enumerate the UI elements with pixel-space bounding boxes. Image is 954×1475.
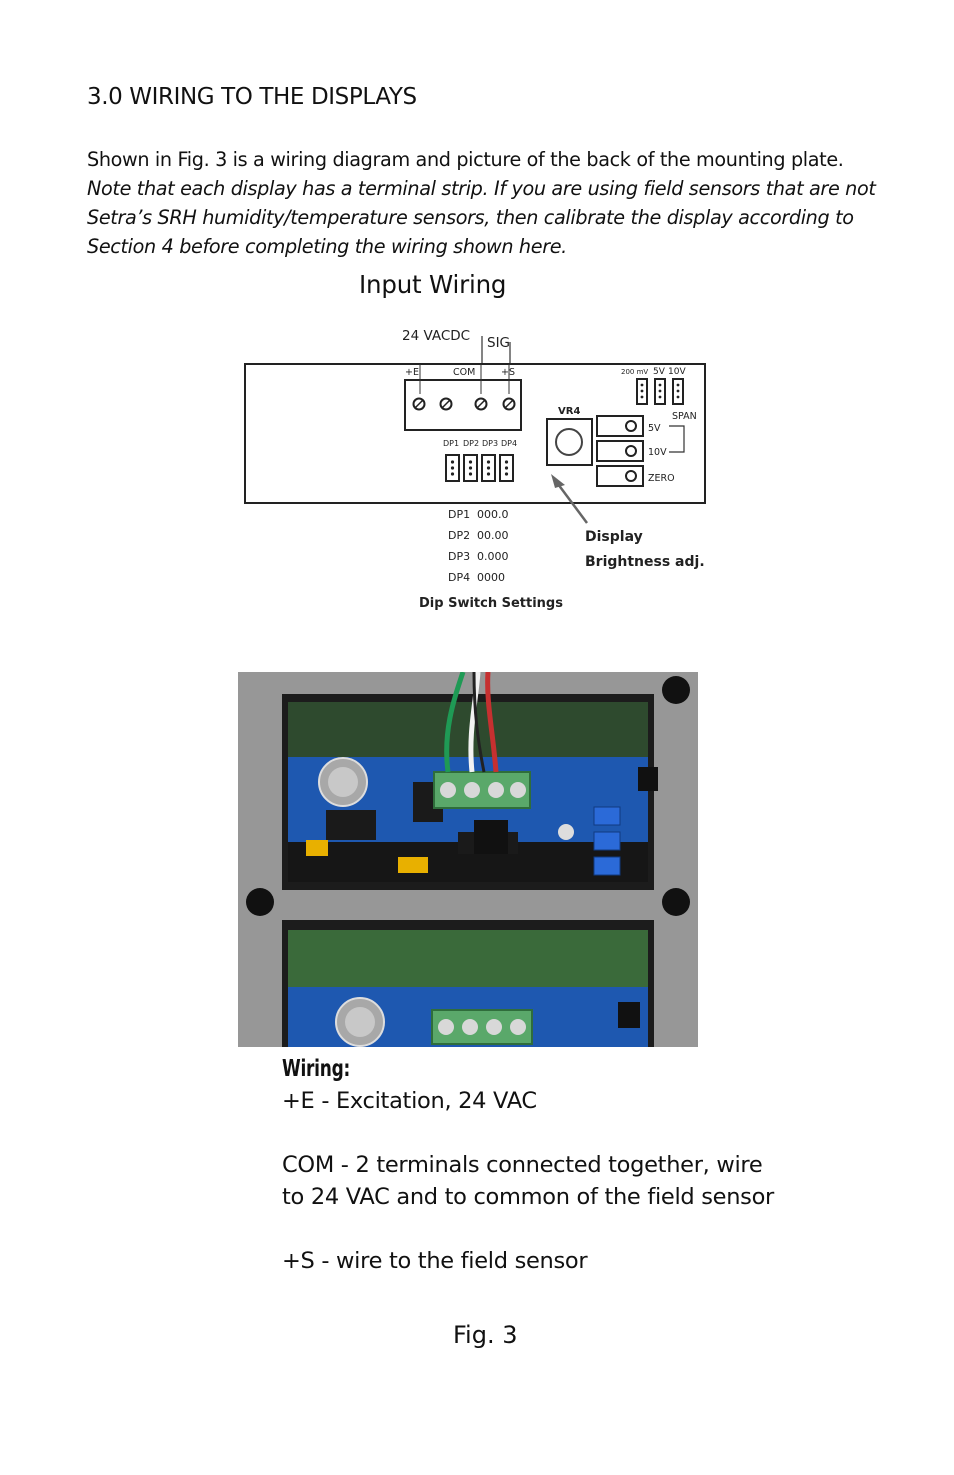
dip-label-4: DP4 xyxy=(448,571,470,584)
board-outline xyxy=(244,363,706,504)
wiring-diagram: 24 VACDC SIG +E COM +S DP1 DP2 DP3 DP4 V… xyxy=(244,328,706,611)
intro-plain-text: Shown in Fig. 3 is a wiring diagram and … xyxy=(87,148,844,171)
wiring-line-com-2: to 24 VAC and to common of the field sen… xyxy=(282,1184,774,1210)
label-vr4: VR4 xyxy=(558,406,580,417)
callout-display: Display xyxy=(585,529,643,545)
dip-value-1: 000.0 xyxy=(477,508,509,521)
span-bracket xyxy=(669,425,685,453)
dip-value-3: 0.000 xyxy=(477,550,509,563)
wiring-heading: Wiring: xyxy=(282,1056,351,1082)
label-pot-5v: 5V xyxy=(648,423,661,434)
callout-arrowhead xyxy=(551,474,565,488)
wiring-line-plus-s: +S - wire to the field sensor xyxy=(282,1248,588,1274)
label-dp4: DP4 xyxy=(501,439,517,448)
terminal-screws xyxy=(412,397,516,411)
label-pot-10v: 10V xyxy=(648,447,667,458)
dip-label-3: DP3 xyxy=(448,550,470,563)
label-sig: SIG xyxy=(487,335,510,351)
label-5v: 5V xyxy=(653,367,666,377)
diagram-title: Input Wiring xyxy=(359,270,507,299)
label-com: COM xyxy=(453,367,475,378)
intro-italic-note: Note that each display has a terminal st… xyxy=(87,177,876,258)
mounting-plate-photo xyxy=(238,672,698,1047)
dip-settings-title: Dip Switch Settings xyxy=(419,596,563,611)
dp-jumpers xyxy=(445,454,514,482)
label-dp1: DP1 xyxy=(443,439,459,448)
terminal-block xyxy=(404,379,522,431)
intro-paragraph: Shown in Fig. 3 is a wiring diagram and … xyxy=(87,145,877,261)
dip-value-4: 0000 xyxy=(477,571,505,584)
dip-label-2: DP2 xyxy=(448,529,470,542)
label-10v: 10V xyxy=(668,367,686,377)
label-pot-zero: ZERO xyxy=(648,473,675,484)
vr4-pot-icon xyxy=(555,428,583,456)
span-zero-pots xyxy=(596,415,644,487)
label-dp2: DP2 xyxy=(463,439,479,448)
vr4-box xyxy=(546,418,593,466)
label-24vacdc: 24 VACDC xyxy=(402,328,470,344)
range-jumpers xyxy=(636,378,684,405)
label-plus-s: +S xyxy=(501,367,515,378)
dip-value-2: 00.00 xyxy=(477,529,509,542)
section-heading: 3.0 WIRING TO THE DISPLAYS xyxy=(87,84,417,110)
label-plus-e: +E xyxy=(405,367,419,378)
wiring-line-com-1: COM - 2 terminals connected together, wi… xyxy=(282,1152,763,1178)
label-dp3: DP3 xyxy=(482,439,498,448)
label-200mv: 200 mV xyxy=(621,368,648,376)
label-span: SPAN xyxy=(672,411,697,422)
wiring-legend: Wiring: +E - Excitation, 24 VAC COM - 2 … xyxy=(282,1053,842,1277)
dip-settings-table: DP1 000.0 DP2 00.00 DP3 0.000 DP4 0000 xyxy=(448,508,509,584)
callout-arrow xyxy=(553,479,589,524)
figure-caption: Fig. 3 xyxy=(453,1321,518,1349)
wiring-line-plus-e: +E - Excitation, 24 VAC xyxy=(282,1088,537,1114)
dip-label-1: DP1 xyxy=(448,508,470,521)
callout-brightness: Brightness adj. xyxy=(585,554,705,570)
